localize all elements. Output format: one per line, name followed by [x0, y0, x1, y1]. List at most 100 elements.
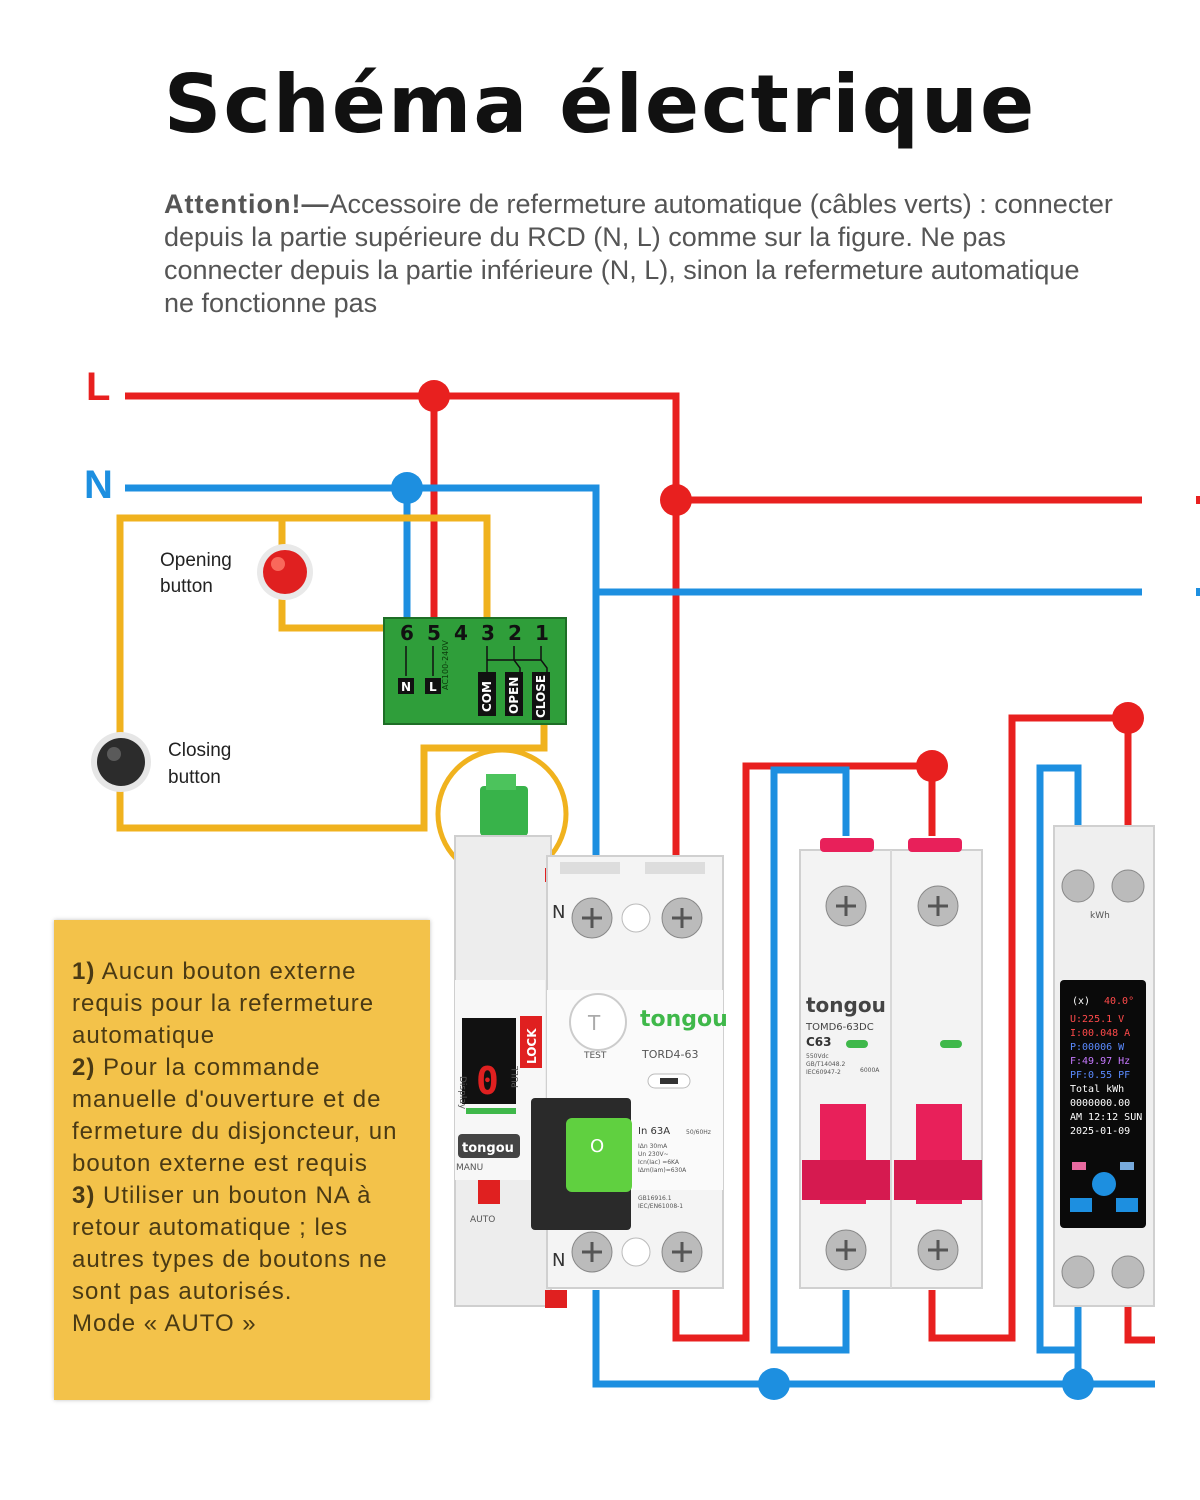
meter-reading: F:49.97 Hz — [1070, 1056, 1130, 1067]
module-terminal: 6 — [400, 621, 414, 645]
lock-label: LOCK — [525, 1028, 539, 1064]
neutral-meter-loop-wire — [1036, 764, 1082, 1354]
meter-temp: 40.0° — [1104, 996, 1134, 1007]
rcd-device: N T TEST tongou TORD4-63 O In 63A 50/60H… — [531, 855, 728, 1289]
test-icon: T — [587, 1011, 601, 1035]
meter-reading: P:00006 W — [1070, 1042, 1125, 1053]
page-title: Schéma électrique — [163, 58, 1037, 151]
neutral-breaker-loop-wire — [770, 766, 850, 1354]
note-text: Pour la commande manuelle d'ouverture et… — [72, 1054, 398, 1177]
rcd-handle-label: O — [590, 1136, 604, 1157]
manual-switch — [478, 1180, 500, 1204]
live-junction — [1112, 702, 1144, 734]
notes-text: 1) Aucun bouton externe requis pour la r… — [72, 956, 424, 1340]
rcd-spec: IΔn 30mA — [638, 1143, 668, 1150]
opening-button-label: Opening — [160, 550, 232, 571]
reclosing-brand: tongou — [462, 1141, 514, 1156]
neutral-wires — [125, 484, 1155, 1388]
display-label: Display — [457, 1076, 467, 1110]
live-breaker-to-meter-wire — [928, 714, 1128, 1342]
meter-reading: AM 12:12 SUN — [1070, 1112, 1142, 1123]
meter-reading: PF:0.55 PF — [1070, 1070, 1130, 1081]
rcd-standard: GB16916.1 — [638, 1195, 672, 1202]
live-junction — [916, 750, 948, 782]
live-meter-out-wire — [1124, 1300, 1155, 1344]
module-label-open: OPEN — [507, 677, 521, 714]
neutral-junction — [391, 472, 423, 504]
breaker-rating: C63 — [806, 1035, 832, 1049]
attention-prefix: Attention!— — [164, 189, 330, 219]
rcd-model: TORD4-63 — [641, 1048, 698, 1061]
module-terminal: 3 — [481, 621, 495, 645]
rcd-standard: IEC/EN61008-1 — [638, 1203, 683, 1210]
line-label-N: N — [84, 463, 113, 507]
module-terminal: 2 — [508, 621, 522, 645]
rcd-n-label-bottom: N — [552, 1250, 565, 1271]
breaker-spec: 550Vdc — [806, 1053, 829, 1060]
breaker-brand: tongou — [806, 993, 886, 1017]
auto-label: AUTO — [470, 1215, 495, 1225]
breaker-model: TOMD6-63DC — [805, 1022, 874, 1033]
rcd-freq: 50/60Hz — [686, 1129, 711, 1136]
green-connector — [480, 786, 528, 836]
display-digit: 0 — [476, 1059, 499, 1103]
neutral-junction — [758, 1368, 790, 1400]
meter-reading: 0000000.00 — [1070, 1098, 1130, 1109]
manu-label: MANU — [456, 1163, 483, 1173]
meter-reading: I:00.048 A — [1070, 1028, 1130, 1039]
neutral-junction — [1062, 1368, 1094, 1400]
rcd-rating: In 63A — [638, 1126, 670, 1137]
control-module: 6 5 4 3 2 1 N L COM OPEN CLOSE AC100-240… — [383, 617, 567, 725]
closing-button-label: button — [168, 767, 221, 788]
breaker-spec: GB/T14048.2 — [806, 1061, 845, 1068]
meter-right-button — [1116, 1198, 1138, 1212]
rcd-handle — [566, 1118, 632, 1192]
live-rcd-to-breaker-wire — [672, 762, 932, 1342]
note-text: Aucun bouton externe requis pour la refe… — [72, 958, 375, 1049]
live-junction — [418, 380, 450, 412]
note-number: 1) — [72, 958, 96, 985]
notes-box — [54, 920, 430, 1400]
meter-reading: Total kWh — [1070, 1084, 1124, 1095]
rcd-spec: IΔm(Iam)=630A — [638, 1167, 687, 1174]
pull-label: PULL — [511, 1066, 521, 1088]
module-label-com: COM — [480, 681, 494, 712]
breaker-spec: IEC60947-2 — [806, 1069, 841, 1076]
reclosing-display — [462, 1018, 516, 1104]
rcd-spec: Un 230V~ — [638, 1151, 669, 1158]
note-text: Mode « AUTO » — [72, 1310, 257, 1337]
attention-text: Accessoire de refermeture automatique (c… — [164, 189, 1113, 318]
neutral-bottom-wire — [592, 1290, 1155, 1388]
breaker-spec: 6000A — [860, 1067, 880, 1074]
closing-button — [91, 732, 151, 792]
meter-left-button — [1070, 1198, 1092, 1212]
module-label-close: CLOSE — [534, 675, 548, 718]
meter-top: (x) — [1072, 996, 1090, 1007]
meter-reading: U:225.1 V — [1070, 1014, 1124, 1025]
note-text: Utiliser un bouton NA à retour automatiq… — [72, 1182, 388, 1305]
line-label-L: L — [86, 365, 110, 409]
live-wires — [125, 392, 1155, 1344]
note-number: 2) — [72, 1054, 96, 1081]
module-voltage: AC100-240V — [441, 640, 450, 690]
live-main-wire — [125, 392, 680, 860]
opening-button-label: button — [160, 576, 213, 597]
module-label-n: N — [401, 680, 411, 694]
meter-unit: kWh — [1090, 911, 1110, 921]
meter-reading: 2025-01-09 — [1070, 1126, 1130, 1137]
closing-button-label: Closing — [168, 740, 231, 761]
control-loop-wire — [116, 514, 548, 832]
note-number: 3) — [72, 1182, 96, 1209]
rcd-spec: Icn(Iac) =6KA — [638, 1159, 680, 1166]
dc-breaker: tongou TOMD6-63DC C63 550Vdc GB/T14048.2… — [799, 838, 983, 1289]
energy-meter: kWh (x) 40.0° U:225.1 V I:00.048 A P:000… — [1053, 825, 1155, 1307]
module-terminal: 4 — [454, 621, 468, 645]
live-junction — [660, 484, 692, 516]
test-button — [569, 993, 627, 1051]
rcd-test-label: TEST — [583, 1051, 607, 1061]
module-terminal: 1 — [535, 621, 549, 645]
module-label-l: L — [429, 680, 437, 694]
rcd-brand: tongou — [640, 1007, 728, 1032]
rcd-n-label: N — [552, 902, 565, 923]
